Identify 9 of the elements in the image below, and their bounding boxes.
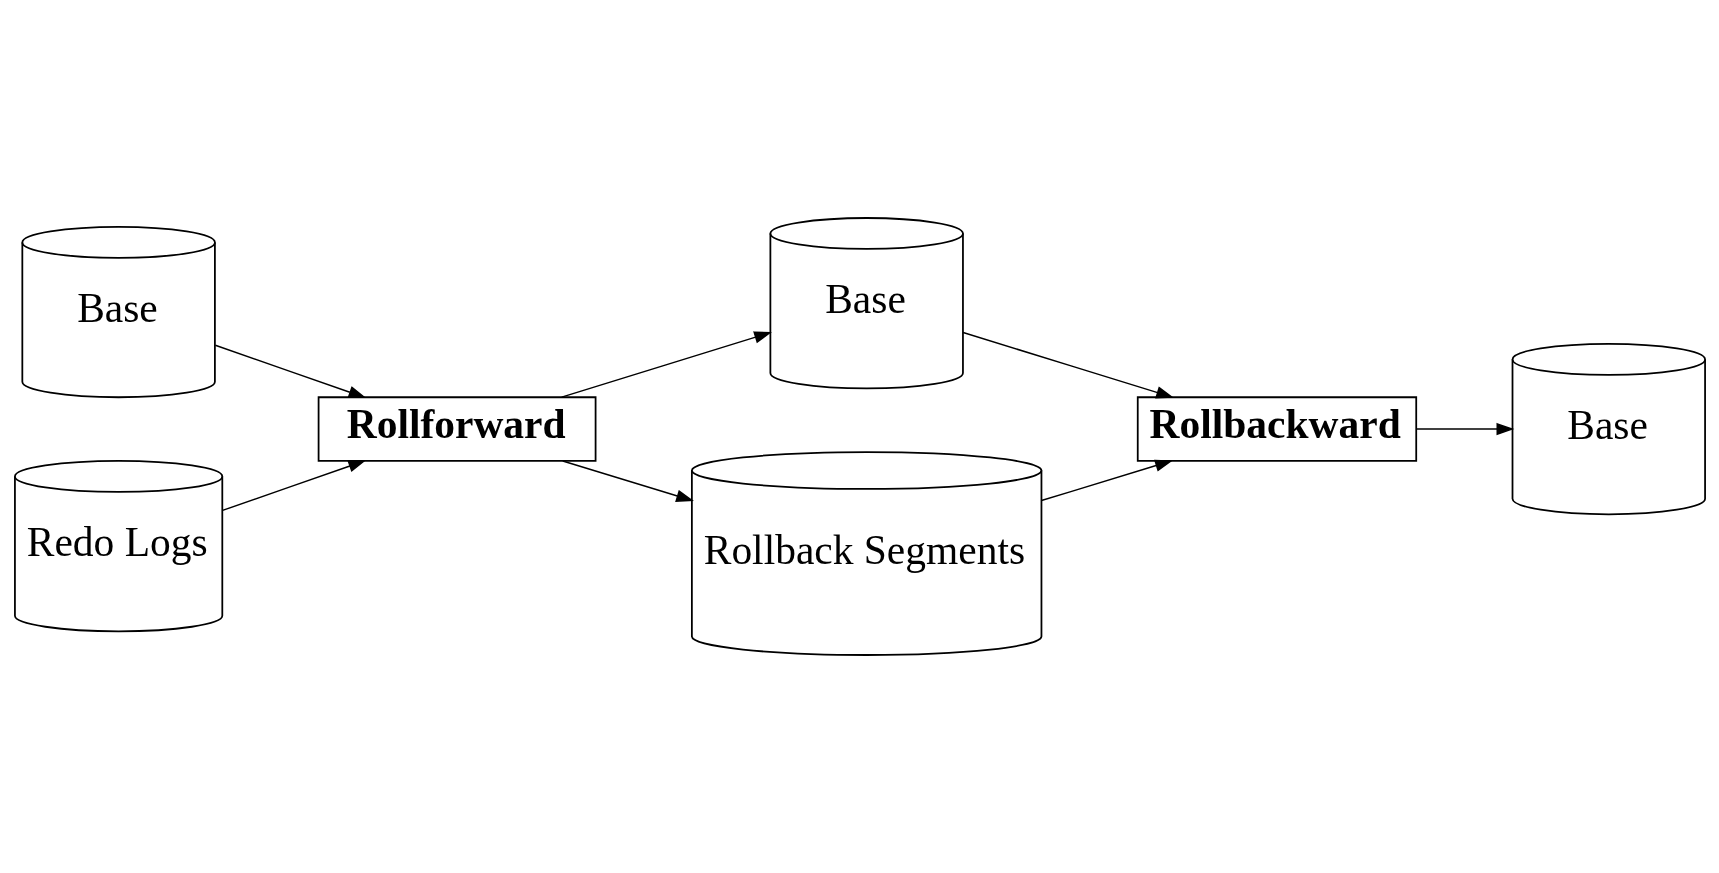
node-box: Rollbackward	[1136, 396, 1417, 462]
arrow	[561, 460, 694, 502]
arrow	[560, 331, 772, 398]
arrow	[1415, 422, 1514, 436]
node-box: Rollforward	[317, 396, 596, 462]
arrow	[1040, 459, 1173, 502]
arrow	[961, 331, 1174, 399]
arrow	[221, 460, 366, 512]
arrow	[214, 344, 366, 398]
